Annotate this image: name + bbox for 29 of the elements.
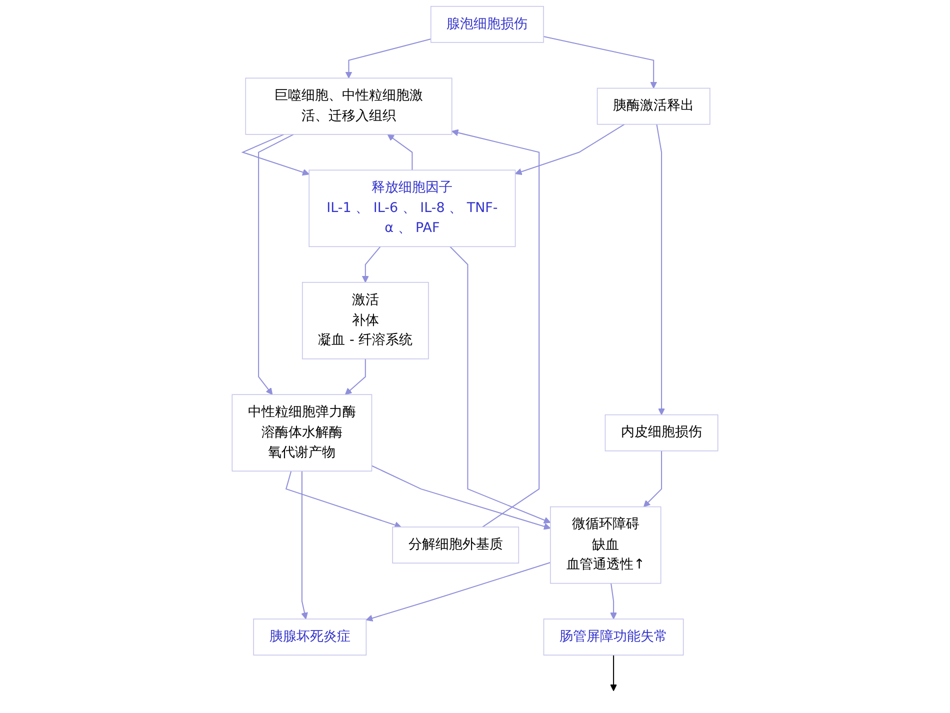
arrow [366, 562, 551, 622]
arrow [241, 134, 310, 176]
node-box: 释放细胞因子 IL-1 、 IL-6 、 IL-8 、 TNF-α 、 PAF [308, 170, 516, 248]
arrow [285, 470, 402, 528]
arrow [372, 465, 551, 530]
arrow [387, 134, 413, 170]
node-box: 激活 补体 凝血 - 纤溶系统 [302, 282, 429, 360]
arrow [514, 124, 625, 176]
node-box: 胰酶激活释出 [596, 88, 710, 125]
arrow [301, 471, 308, 620]
node-box: 内皮细胞损伤 [604, 414, 718, 452]
arrow [610, 583, 618, 620]
node-box: 巨噬细胞、中性粒细胞激活、迁移入组织 [245, 78, 452, 135]
node-box: 胰腺坏死炎症 [253, 618, 367, 656]
arrow [452, 129, 540, 528]
arrow [656, 124, 666, 416]
arrow [258, 134, 294, 395]
node-box: 分解细胞外基质 [392, 526, 520, 564]
arrow [362, 246, 381, 283]
arrow [643, 450, 662, 508]
arrow [450, 246, 551, 524]
arrow [344, 358, 366, 395]
node-box: 腺泡细胞损伤 [430, 6, 544, 43]
node-box: 中性粒细胞弹力酶 溶酶体水解酶 氧代谢产物 [232, 394, 372, 472]
node-box: 微循环障碍 缺血 血管通透性↑ [550, 506, 662, 584]
arrow [543, 36, 658, 89]
arrow [345, 38, 432, 78]
node-box: 肠管屏障功能失常 [543, 618, 684, 656]
arrow [610, 655, 618, 692]
